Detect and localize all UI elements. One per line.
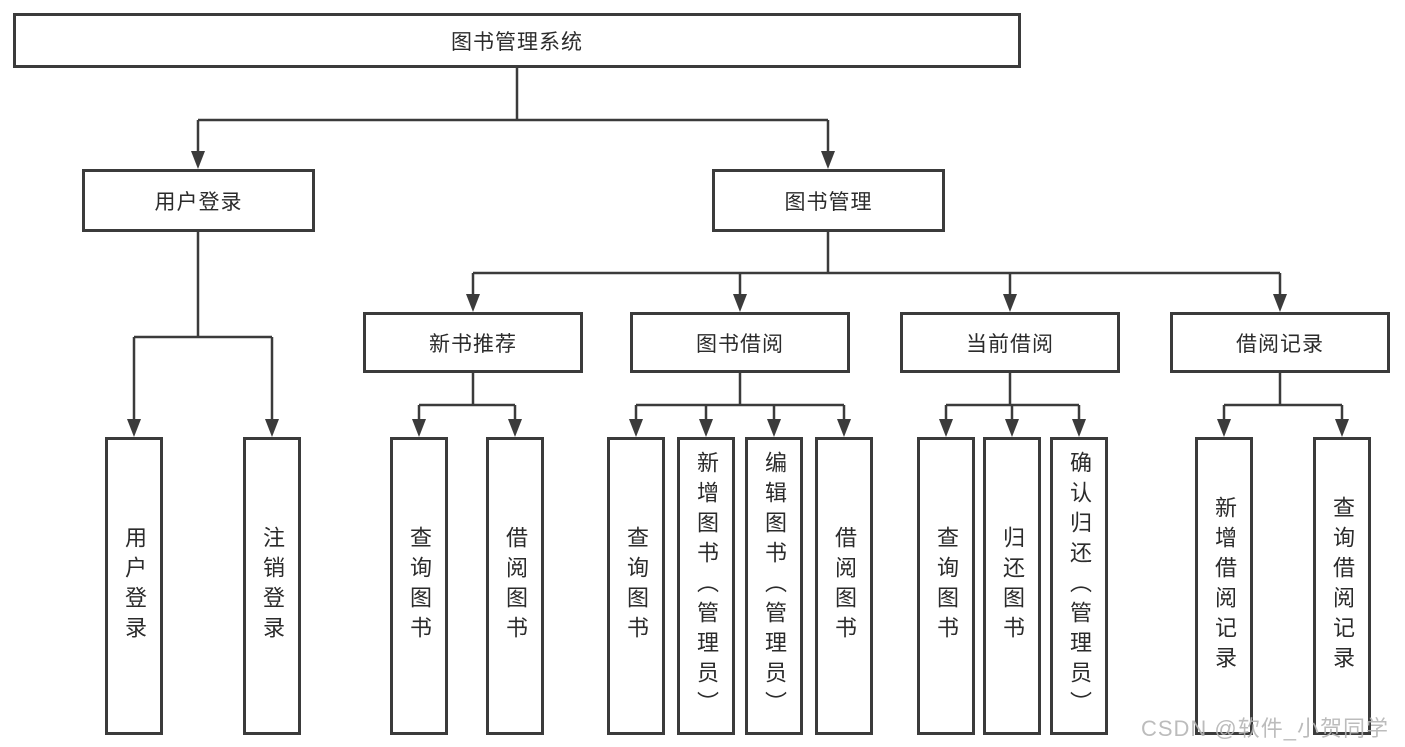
leaf-query-books-current: 查询图书	[917, 437, 975, 735]
leaf-query-borrow-record: 查询借阅记录	[1313, 437, 1371, 735]
node-current-borrow: 当前借阅	[900, 312, 1120, 373]
node-book-management: 图书管理	[712, 169, 945, 232]
node-borrow-records: 借阅记录	[1170, 312, 1390, 373]
leaf-add-books-admin: 新增图书（管理员）	[677, 437, 735, 735]
node-root-system: 图书管理系统	[13, 13, 1021, 68]
leaf-edit-books-admin: 编辑图书（管理员）	[745, 437, 803, 735]
node-book-borrow: 图书借阅	[630, 312, 850, 373]
leaf-user-login: 用户登录	[105, 437, 163, 735]
node-user-login: 用户登录	[82, 169, 315, 232]
arrowheads	[127, 151, 1349, 437]
leaf-query-books-recommend: 查询图书	[390, 437, 448, 735]
csdn-watermark: CSDN @软件_小贺同学	[1140, 716, 1389, 741]
leaf-add-borrow-record: 新增借阅记录	[1195, 437, 1253, 735]
leaf-logout: 注销登录	[243, 437, 301, 735]
leaf-borrow-books: 借阅图书	[815, 437, 873, 735]
node-new-book-recommend: 新书推荐	[363, 312, 583, 373]
leaf-return-books: 归还图书	[983, 437, 1041, 735]
leaf-query-books-borrow: 查询图书	[607, 437, 665, 735]
leaf-confirm-return-admin: 确认归还（管理员）	[1050, 437, 1108, 735]
leaf-borrow-books-recommend: 借阅图书	[486, 437, 544, 735]
